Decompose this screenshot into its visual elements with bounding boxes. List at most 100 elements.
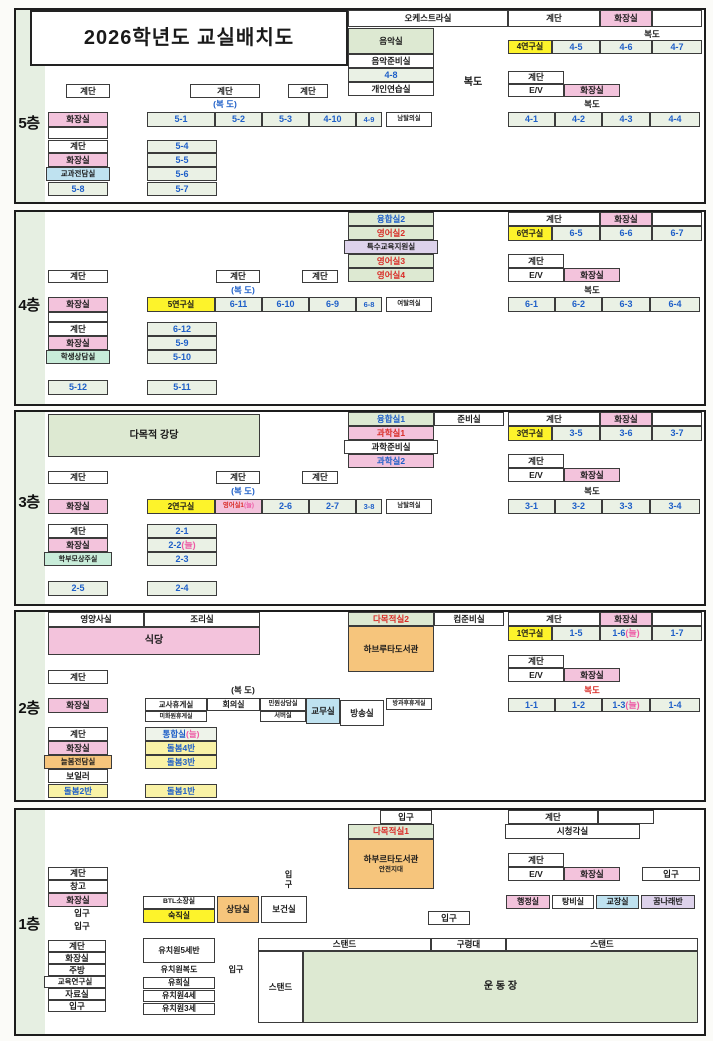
cell-label: 화장실 xyxy=(66,539,90,550)
floor-label-4: 4층 xyxy=(18,297,40,314)
classroom-cell: 6-4 xyxy=(650,297,700,312)
entrance-label: 입구 xyxy=(48,1000,106,1012)
cell-label: 2-2 xyxy=(168,539,182,550)
cell-label: 스탠드 xyxy=(268,981,293,992)
toilet-cell: 화장실 xyxy=(564,84,620,97)
cell-label: 6-11 xyxy=(229,299,248,309)
research-room-cell: 4연구실 xyxy=(508,40,552,54)
cell-label: 6연구실 xyxy=(516,228,544,238)
cell-label: 계단 xyxy=(70,671,86,682)
room-cell: 컴준비실 xyxy=(434,612,504,626)
cell-label: 통합실 xyxy=(162,728,186,739)
cell-label: 계단 xyxy=(70,141,86,152)
cell-label: 영어실2 xyxy=(376,227,406,238)
cell-label: 1-2 xyxy=(571,699,585,710)
cell-label: 3-1 xyxy=(524,501,538,511)
cell-label: 화장실 xyxy=(580,85,604,96)
cell-label: 계단 xyxy=(70,472,86,483)
toilet-cell: 화장실 xyxy=(48,153,108,167)
room-cell: 융합실1 xyxy=(348,412,434,426)
cell-label: 하브루타도서관 xyxy=(363,643,419,654)
room-cell: 방송실 xyxy=(340,700,384,726)
elevator-cell: E/V xyxy=(508,468,564,482)
cell-label: 돌봄4반 xyxy=(166,742,196,753)
room-cell: 유치원3세 xyxy=(143,1003,215,1015)
room-cell: 교장실 xyxy=(596,895,639,909)
cell-label: 2연구실 xyxy=(167,501,195,511)
neul-suffix: (늘) xyxy=(185,728,200,739)
floor-label-3: 3층 xyxy=(18,494,40,511)
classroom-cell: 5-12 xyxy=(48,380,108,395)
room-cell: 교무실 xyxy=(306,698,340,724)
cell-label: 4-5 xyxy=(569,41,583,52)
cell-label: 영어실4 xyxy=(376,269,406,280)
room-cell: 개인연습실 xyxy=(348,82,434,96)
cell-label: 계단 xyxy=(312,271,328,282)
neul-suffix: (늘) xyxy=(243,502,254,510)
cell-label: 3-8 xyxy=(363,501,375,511)
room-cell: 과학준비실 xyxy=(344,440,438,454)
room-cell: 유치원4세 xyxy=(143,990,215,1002)
empty-cell xyxy=(652,412,702,426)
cell-label: 4-2 xyxy=(571,114,585,124)
classroom-cell: 3-6 xyxy=(600,426,652,441)
classroom-cell: 5-1 xyxy=(147,112,215,127)
neul-suffix: (늘) xyxy=(625,699,640,710)
stairs-cell: 계단 xyxy=(190,84,260,98)
room-cell: 유치원5세반 xyxy=(143,938,215,963)
toilet-cell: 화장실 xyxy=(48,952,106,964)
cell-label: 4-6 xyxy=(619,41,633,52)
cell-label: 운 동 장 xyxy=(483,981,518,992)
classroom-cell: 1-3(늘) xyxy=(602,698,650,712)
classroom-cell: 4-3 xyxy=(602,112,650,127)
room-cell: 영어실4 xyxy=(348,268,434,282)
cell-label: 화장실 xyxy=(66,337,90,348)
room-cell: 꿈나래반 xyxy=(641,895,695,909)
cell-label: 4연구실 xyxy=(516,42,544,51)
cell-label: 계단 xyxy=(217,85,233,96)
cell-label: 5-4 xyxy=(175,141,189,151)
elevator-cell: E/V xyxy=(508,268,564,282)
classroom-cell: 5-5 xyxy=(147,153,217,167)
cell-label: 화장실 xyxy=(66,894,90,905)
classroom-cell: 2-2(늘) xyxy=(147,538,217,552)
room-cell: 창고 xyxy=(48,880,108,893)
stairs-cell: 계단 xyxy=(302,471,338,484)
cell-label: 영어실3 xyxy=(376,255,406,266)
cell-label: 행정실 xyxy=(516,897,540,906)
cell-label: E/V xyxy=(529,868,543,879)
classroom-cell: 6-2 xyxy=(555,297,602,312)
corridor-label: 복도 xyxy=(440,76,506,90)
cell-label: 특수교육지원실 xyxy=(366,242,416,252)
room-cell: 돌봄4반 xyxy=(145,741,217,755)
room-cell: 시청각실 xyxy=(505,824,640,839)
floor-side-strip xyxy=(16,412,45,604)
cell-label: 개인연습실 xyxy=(371,83,411,94)
cell-label: 입구 xyxy=(398,811,414,822)
cell-label: 5-6 xyxy=(175,168,189,179)
cell-label: 미화원휴게실 xyxy=(159,713,193,720)
room-cell: BTL소장실 xyxy=(143,896,215,909)
floor-label-2: 2층 xyxy=(18,700,40,717)
cell-label: 복도 xyxy=(584,284,600,295)
cell-label: 화장실 xyxy=(65,952,89,963)
cell-label: 2-3 xyxy=(175,553,189,564)
cell-label: 3-5 xyxy=(569,428,583,438)
classroom-cell: 6-8 xyxy=(356,297,382,312)
classroom-cell: 4-9 xyxy=(356,112,382,127)
cell-label: 계단 xyxy=(528,656,544,667)
stairs-cell: 계단 xyxy=(508,412,600,426)
cell-label: 계단 xyxy=(528,455,544,466)
cell-label: 조리실 xyxy=(190,614,214,625)
cell-label: 과학실1 xyxy=(376,427,406,438)
empty-cell xyxy=(598,810,654,824)
classroom-cell: 5-7 xyxy=(147,182,217,196)
cell-label: 돌봄2반 xyxy=(63,785,93,796)
cell-label: 계단 xyxy=(528,255,544,266)
corridor-label: 유치원복도 xyxy=(143,964,215,976)
floor-label-1: 1층 xyxy=(18,916,40,933)
stairs-cell: 계단 xyxy=(508,71,564,84)
cell-label: 3-3 xyxy=(619,501,633,511)
cell-label: 4-10 xyxy=(323,114,342,124)
